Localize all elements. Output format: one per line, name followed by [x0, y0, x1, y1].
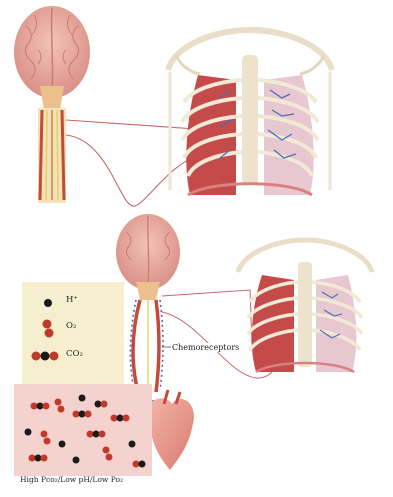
bottom-ribcage	[238, 240, 372, 372]
h-ion-icon	[40, 296, 56, 310]
heart	[148, 398, 194, 470]
legend-item-co2: CO₂	[22, 346, 124, 368]
molecule-legend: H⁺ O₂ CO₂	[22, 282, 124, 385]
bottom-brain-group	[116, 214, 180, 408]
legend-label-h-ion: H⁺	[66, 295, 78, 305]
top-brain-group	[14, 6, 90, 203]
molecule-cluster	[25, 395, 146, 468]
legend-label-o2: O₂	[66, 321, 76, 331]
o2-molecule-icon	[38, 318, 58, 340]
blood-condition-caption: High Pco₂/Low pH/Low Po₂	[20, 475, 123, 484]
chemoreceptors-label: Chemoreceptors	[171, 343, 240, 352]
blood-molecules	[14, 384, 152, 476]
top-ribcage	[168, 30, 332, 195]
legend-item-o2: O₂	[22, 318, 124, 340]
legend-label-co2: CO₂	[66, 349, 83, 359]
co2-molecule-icon	[30, 348, 62, 364]
legend-item-h-ion: H⁺	[22, 292, 124, 314]
blood-sample-panel	[14, 384, 152, 476]
